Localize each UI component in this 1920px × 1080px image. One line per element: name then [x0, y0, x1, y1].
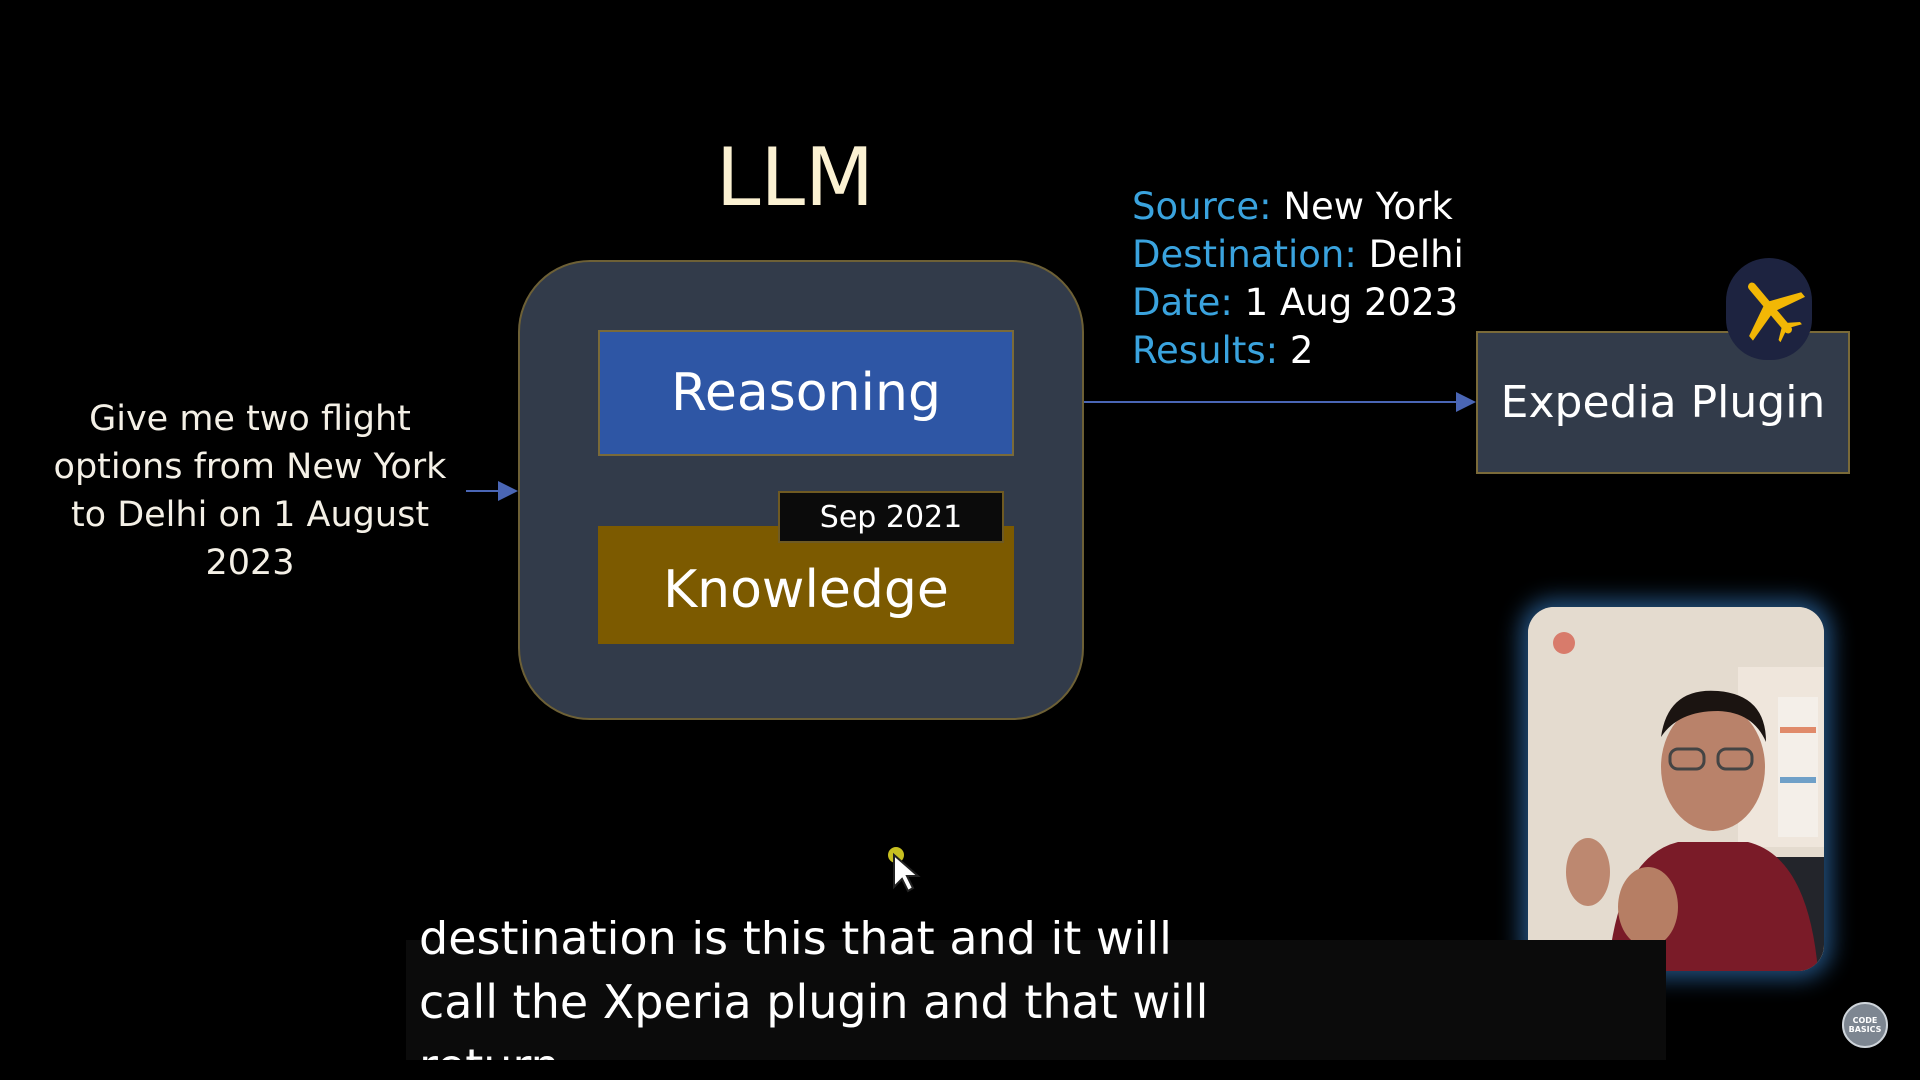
presenter-image [1528, 607, 1824, 971]
caption-line-1: destination is this that and it will [419, 920, 1172, 965]
plugin-parameters: Source: New York Destination: Delhi Date… [1132, 183, 1464, 375]
expedia-logo-badge [1726, 258, 1812, 360]
llm-container [518, 260, 1084, 720]
mouse-cursor-icon [888, 847, 921, 893]
param-results-key: Results: [1132, 329, 1279, 372]
knowledge-block: Knowledge [598, 526, 1014, 644]
presenter-webcam [1528, 607, 1824, 971]
caption-line-2: call the Xperia plugin and that will [419, 975, 1209, 1029]
reasoning-label: Reasoning [671, 363, 941, 423]
param-destination: Destination: Delhi [1132, 231, 1464, 279]
caption-background [406, 940, 1666, 1060]
channel-watermark-logo[interactable]: CODE BASICS [1842, 1002, 1888, 1048]
param-date-key: Date: [1132, 281, 1233, 324]
user-prompt-text: Give me two flight options from New York… [53, 399, 447, 583]
knowledge-cutoff-tag: Sep 2021 [778, 491, 1004, 543]
closed-captions: destination is this that and it will cal… [419, 920, 1659, 1060]
param-source-value: New York [1283, 185, 1453, 228]
llm-title: LLM [715, 131, 875, 224]
knowledge-cutoff-date: Sep 2021 [819, 499, 963, 535]
caption-line-3: return [419, 1036, 560, 1060]
channel-logo-text: CODE BASICS [1848, 1016, 1882, 1034]
param-source: Source: New York [1132, 183, 1464, 231]
param-destination-key: Destination: [1132, 233, 1357, 276]
reasoning-block: Reasoning [598, 330, 1014, 456]
param-results: Results: 2 [1132, 327, 1464, 375]
param-source-key: Source: [1132, 185, 1272, 228]
param-results-value: 2 [1289, 329, 1314, 372]
param-destination-value: Delhi [1368, 233, 1464, 276]
param-date-value: 1 Aug 2023 [1244, 281, 1459, 324]
airplane-icon [1748, 282, 1806, 343]
param-date: Date: 1 Aug 2023 [1132, 279, 1464, 327]
expedia-plugin-block: Expedia Plugin [1476, 331, 1850, 474]
expedia-plugin-label: Expedia Plugin [1500, 377, 1826, 428]
knowledge-label: Knowledge [663, 560, 949, 620]
